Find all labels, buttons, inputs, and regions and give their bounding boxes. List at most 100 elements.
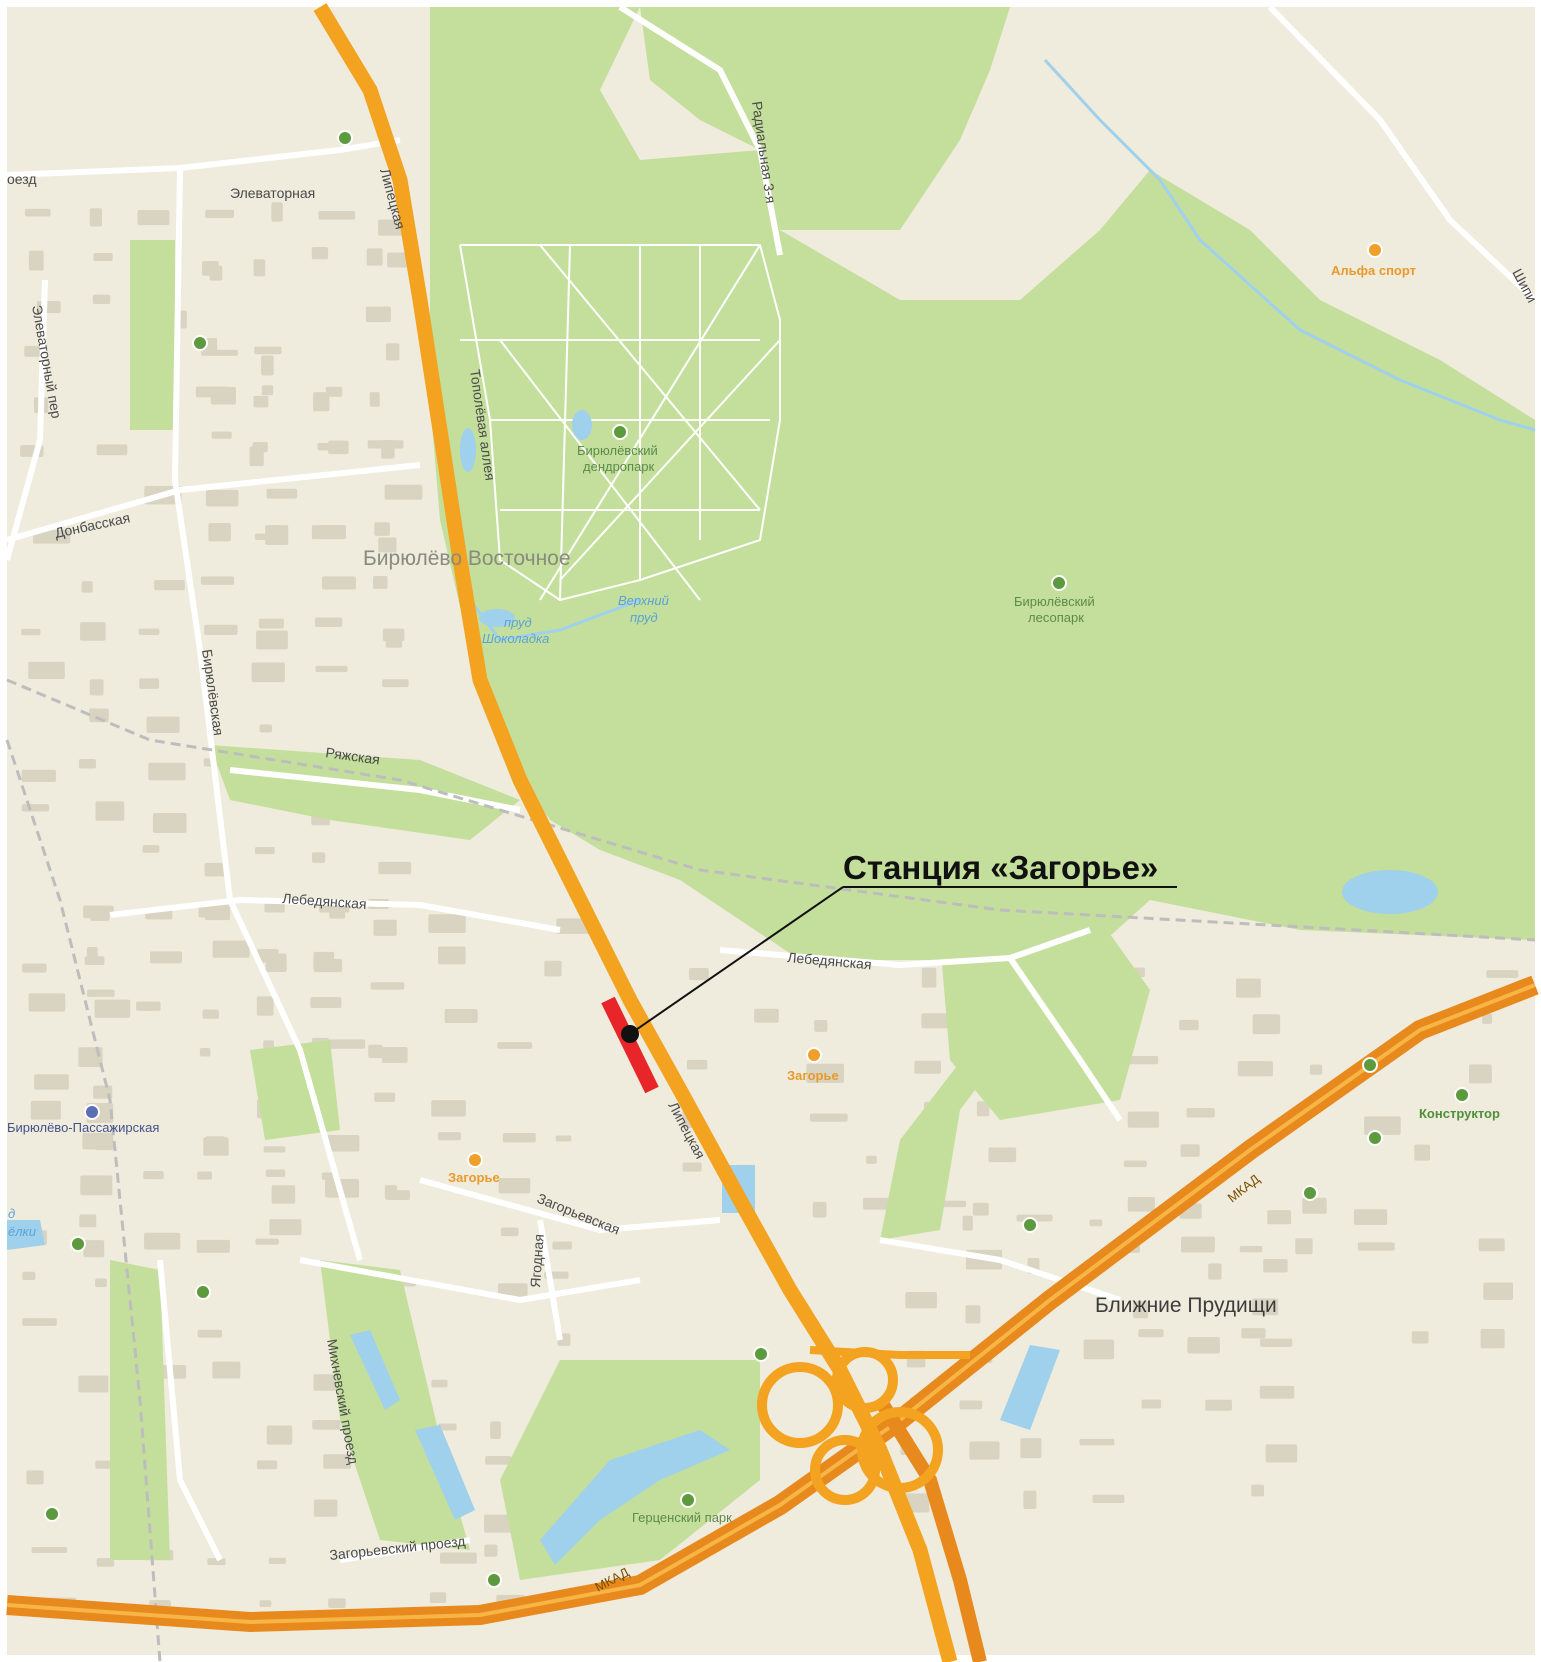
fuel-station-icon[interactable] [486,1572,502,1588]
building [261,385,274,396]
train-station-icon[interactable] [84,1104,100,1120]
dendropark-path [539,244,761,601]
water-label: ёлки [8,1224,36,1239]
building [976,1101,990,1117]
tree-icon[interactable] [1051,575,1067,591]
street-label: оезд [7,171,37,187]
poi-label: Загорье [448,1170,500,1185]
fuel-station-icon[interactable] [1022,1217,1038,1233]
building [251,662,285,683]
building [203,1137,229,1156]
building [484,1544,498,1557]
building [31,1546,68,1553]
building [1205,1399,1232,1411]
building [79,759,96,769]
building [1079,1438,1115,1446]
major-roads [6,3,1539,1662]
poi-label: Альфа спорт [1331,263,1416,278]
north-park-strip [640,7,1010,230]
dendropark-path [459,244,781,601]
building [365,306,391,323]
minor-road [719,927,1091,968]
fuel-station-icon[interactable] [192,335,208,351]
minor-road [229,767,521,813]
building [259,724,272,733]
dendropark-path [559,244,571,601]
building [323,1454,352,1469]
street-label: Лебедянская [282,890,367,912]
building [30,1100,61,1120]
building [205,209,235,218]
building [313,1499,338,1517]
fuel-station-icon[interactable] [1302,1185,1318,1201]
building [256,630,288,650]
building [83,1240,105,1258]
dendropark-path [559,339,781,581]
sport-icon[interactable] [1367,242,1383,258]
interchange-ramp [809,1346,970,1359]
building [271,1185,296,1204]
dendropark-path [539,244,761,511]
small-park-1 [130,240,175,430]
building [254,846,275,855]
fuel-station-icon[interactable] [337,130,353,146]
tree-icon[interactable] [612,424,628,440]
building [200,576,235,585]
building [212,1361,241,1379]
minor-road [1007,956,1123,1122]
fuel-station-icon[interactable] [753,1346,769,1362]
building [96,1558,115,1567]
cafe-icon[interactable] [467,1152,483,1168]
callout-leader-line [629,886,844,1035]
fuel-station-icon[interactable] [1367,1130,1383,1146]
building [95,1460,114,1469]
minor-road [109,897,561,933]
building [373,576,388,589]
building [139,678,160,689]
building [552,1241,572,1250]
building [326,1134,360,1152]
building [962,1215,973,1231]
water-label: пруд [630,610,658,625]
minor-road [339,1537,471,1563]
cafe-icon[interactable] [806,1047,822,1063]
building [1127,1196,1155,1212]
building [1260,1338,1293,1347]
building [384,484,423,500]
building [1208,1263,1222,1280]
building [313,392,330,412]
building [150,951,183,964]
fuel-station-icon[interactable] [1362,1057,1378,1073]
building [33,529,71,544]
station-marker[interactable] [621,1025,639,1043]
building [439,1552,477,1564]
building [556,918,592,934]
building [255,1238,279,1245]
fuel-station-icon[interactable] [70,1236,86,1252]
minor-roads [4,4,1538,1563]
building [92,294,111,304]
building [1236,978,1261,998]
tree-icon[interactable] [680,1492,696,1508]
fuel-station-icon[interactable] [44,1506,60,1522]
building [89,679,104,696]
water-label: Шоколадка [482,631,549,646]
building [1132,1301,1149,1319]
poi-markers [44,130,1470,1588]
building [1179,1019,1199,1031]
pond-mikhnevsky-2 [415,1425,475,1520]
shop-icon[interactable] [1454,1087,1470,1103]
minor-road [6,462,421,543]
building [373,919,397,936]
building [812,1201,827,1218]
fuel-station-icon[interactable] [195,1284,211,1300]
building [378,537,397,553]
building [490,1421,501,1439]
creek [1043,58,1536,432]
building [1486,970,1519,978]
building [1138,1329,1164,1338]
building [253,259,266,277]
building [1237,1061,1273,1077]
building [498,1178,531,1194]
